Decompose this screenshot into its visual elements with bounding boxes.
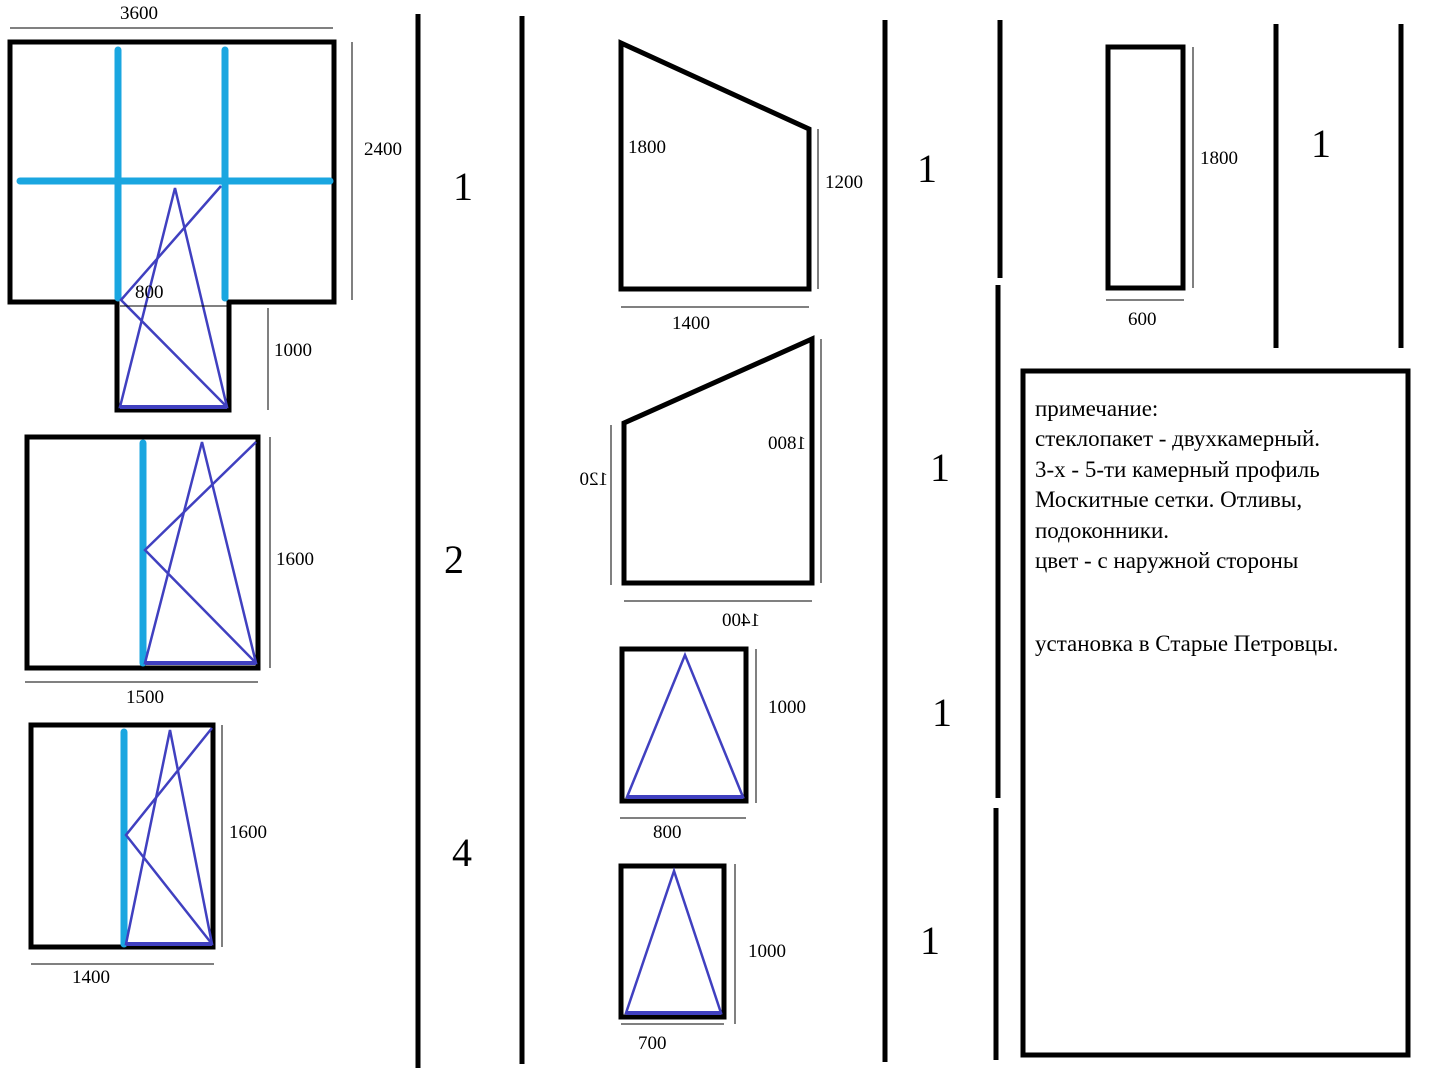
window-1-frame	[7, 39, 337, 413]
w1-door-width-label: 800	[135, 282, 164, 303]
note-line: цвет - с наружной стороны	[1035, 548, 1298, 573]
window-6-sash-open-indicator	[625, 651, 745, 799]
window-8-group: 1800 600	[1105, 44, 1238, 330]
window-6-group: 1000 800	[619, 646, 806, 843]
quantity-window-8: 1	[1311, 121, 1331, 166]
w5-left-height-label-mirrored: 120	[580, 469, 609, 490]
window-5-group: 120 1800 1400	[580, 335, 822, 631]
w6-height-label: 1000	[768, 697, 806, 718]
note-line: подоконники.	[1035, 518, 1169, 543]
quantity-window-7: 1	[920, 918, 940, 963]
window-7-group: 1000 700	[618, 863, 786, 1054]
note-line: стеклопакет - двухкамерный.	[1035, 426, 1320, 451]
note-line: примечание:	[1035, 396, 1158, 421]
w7-height-label: 1000	[748, 941, 786, 962]
w1-width-label: 3600	[120, 3, 158, 24]
w2-width-label: 1500	[126, 687, 164, 708]
window-7-frame	[618, 863, 727, 1020]
window-3-sash-open-indicator	[124, 729, 214, 946]
window-2-sash-open-indicator	[143, 441, 258, 665]
window-3-sash-hinge-indicator	[124, 727, 213, 945]
window-2-frame	[24, 434, 261, 671]
w6-width-label: 800	[653, 822, 682, 843]
window-1-group: 3600 2400 800 1000	[7, 3, 402, 413]
quantity-window-4: 1	[917, 146, 937, 191]
quantity-window-3: 4	[452, 830, 472, 875]
window-7-sash-open-indicator	[624, 867, 723, 1015]
w3-width-label: 1400	[72, 967, 110, 988]
window-6-frame	[619, 646, 749, 804]
window-2-sash-hinge-indicator	[143, 441, 257, 664]
w1-door-height-label: 1000	[274, 340, 312, 361]
w5-width-label-mirrored: 1400	[722, 610, 760, 631]
w1-height-label: 2400	[364, 139, 402, 160]
w2-height-label: 1600	[276, 549, 314, 570]
note-line: 3-х - 5-ти камерный профиль	[1035, 457, 1320, 482]
w5-right-height-label-mirrored: 1800	[768, 433, 806, 454]
window-2-group: 1600 1500	[24, 434, 314, 708]
note-box: примечание: стеклопакет - двухкамерный. …	[1020, 368, 1411, 1058]
note-box-frame	[1020, 368, 1411, 1058]
w7-width-label: 700	[638, 1033, 667, 1054]
window-4-frame	[618, 39, 812, 292]
quantity-window-2: 2	[444, 537, 464, 582]
window-5-frame	[621, 335, 815, 586]
note-line: установка в Старые Петровцы.	[1035, 631, 1338, 656]
quantity-window-1: 1	[453, 164, 473, 209]
note-line: Москитные сетки. Отливы,	[1035, 487, 1302, 512]
window-8-frame	[1105, 44, 1186, 291]
quantity-window-6: 1	[932, 690, 952, 735]
w8-width-label: 600	[1128, 309, 1157, 330]
quantity-window-5: 1	[930, 445, 950, 490]
w4-width-label: 1400	[672, 313, 710, 334]
window-3-frame	[28, 722, 216, 950]
w4-left-height-label: 1800	[628, 137, 666, 158]
window-4-group: 1800 1200 1400	[618, 39, 863, 334]
window-1-sash-hinge-indicator	[119, 185, 228, 408]
w3-height-label: 1600	[229, 822, 267, 843]
w8-height-label: 1800	[1200, 148, 1238, 169]
w4-right-height-label: 1200	[825, 172, 863, 193]
window-3-group: 1600 1400	[28, 722, 267, 988]
